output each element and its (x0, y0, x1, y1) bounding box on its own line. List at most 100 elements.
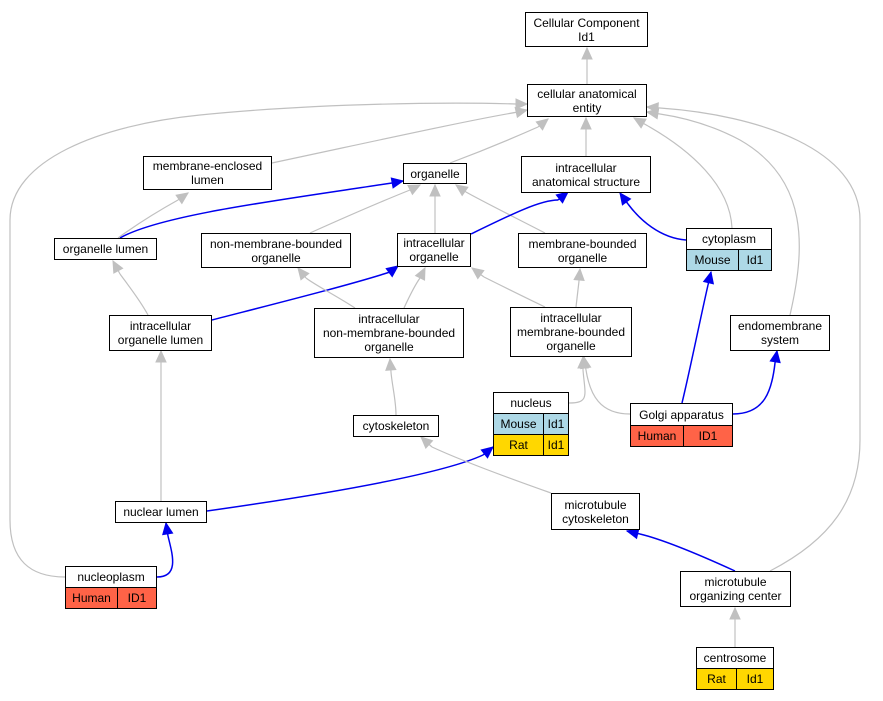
node-label-line: cytoskeleton (562, 511, 629, 526)
node-organelle-lumen[interactable]: organelle lumen (54, 238, 157, 260)
node-label-line: entity (572, 100, 602, 115)
arrowhead (632, 117, 647, 129)
node-golgi-apparatus[interactable]: Golgi apparatus (630, 403, 733, 426)
arrowhead (555, 191, 569, 204)
arrowhead (581, 46, 593, 60)
edge-intracellular-organelle-lumen-to-intracellular-organelle (211, 265, 399, 321)
node-label-line: organelle lumen (62, 242, 149, 256)
node-label-line: intracellular (358, 312, 420, 326)
edge-nucleoplasm-to-nuclear-lumen (156, 521, 174, 578)
edge-microtubule-cytoskeleton-to-cytoskeleton (420, 436, 552, 494)
node-label-line: organizing center (689, 589, 782, 603)
node-label-line: cytoskeleton (362, 419, 430, 433)
node-label-line: organelle (409, 250, 459, 264)
edge-organelle-lumen-to-organelle (119, 177, 405, 239)
edge-intracellular-membrane-bounded-organelle-to-membrane-bounded-organelle (573, 267, 585, 308)
arrowhead (420, 436, 434, 450)
node-nuclear-lumen[interactable]: nuclear lumen (115, 501, 207, 523)
node-nucleus[interactable]: nucleus (493, 392, 569, 414)
edge-membrane-enclosed-lumen-to-cellular-anatomical-entity (271, 106, 529, 164)
species-tag-mouse: Mouse Id1 (686, 249, 772, 271)
node-label-line: cellular anatomical (537, 86, 637, 101)
edge-cytoplasm-to-intracellular-anatomical-structure (619, 192, 687, 241)
species-id: ID1 (698, 429, 718, 443)
edge-intracellular-organelle-to-intracellular-anatomical-structure (470, 191, 569, 235)
node-label-line: system (760, 333, 799, 347)
arrowhead (429, 183, 441, 197)
arrowhead (580, 116, 592, 130)
node-label-line: organelle (546, 339, 596, 353)
arrowhead (112, 259, 124, 274)
node-label-line: nucleus (510, 396, 552, 410)
node-label-line: Golgi apparatus (639, 407, 724, 422)
arrowhead (414, 266, 426, 281)
arrowhead (535, 118, 549, 131)
arrowhead (175, 192, 189, 205)
edge-nuclear-lumen-to-nucleus (206, 446, 494, 512)
arrowhead (573, 267, 585, 281)
edge-cytoskeleton-to-intracellular-non-membrane-bounded-organelle (385, 357, 397, 416)
arrowhead (625, 527, 640, 540)
node-label-line: membrane-enclosed (152, 159, 263, 173)
node-label-line: membrane-bounded (528, 236, 637, 251)
edge-golgi-apparatus-to-endomembrane-system (732, 349, 781, 415)
arrowhead (390, 177, 405, 189)
node-label-line: nuclear lumen (123, 505, 199, 519)
node-label-line: microtubule (704, 575, 767, 589)
arrowhead (480, 446, 494, 459)
arrowhead (407, 184, 422, 196)
node-label-line: centrosome (703, 651, 767, 665)
edge-intracellular-anatomical-structure-to-cellular-anatomical-entity (580, 116, 592, 156)
edge-intracellular-membrane-bounded-organelle-to-intracellular-organelle (471, 267, 546, 308)
arrowhead (515, 98, 529, 110)
species-name: Mouse (687, 250, 739, 270)
arrowhead (514, 106, 529, 119)
arrowhead (385, 265, 399, 278)
node-cytoplasm[interactable]: cytoplasm (686, 228, 772, 250)
edge-microtubule-organizing-center-to-microtubule-cytoskeleton (625, 527, 736, 572)
node-label-line: organelle (557, 250, 608, 265)
node-centrosome[interactable]: centrosome (696, 647, 774, 669)
node-label-line: non-membrane-bounded (322, 326, 456, 340)
arrowhead (619, 192, 632, 206)
arrowhead (645, 102, 659, 114)
node-label-line: intracellular (540, 311, 602, 325)
node-label-line: Cellular Component (533, 15, 640, 30)
edge-intracellular-organelle-to-organelle (429, 183, 441, 233)
species-name: Rat (494, 435, 544, 455)
edge-organelle-to-cellular-anatomical-entity (449, 118, 549, 164)
node-nucleoplasm[interactable]: nucleoplasm (65, 566, 157, 588)
node-cytoskeleton[interactable]: cytoskeleton (353, 415, 439, 437)
node-label-line: non-membrane-bounded (209, 236, 343, 251)
species-name: Human (631, 426, 684, 446)
species-id: Id1 (746, 672, 764, 686)
arrowhead (385, 357, 397, 371)
node-label-line: intracellular (555, 160, 617, 175)
node-label-line: organelle lumen (117, 333, 204, 347)
arrowhead (155, 349, 167, 363)
arrowhead (702, 270, 715, 285)
node-label-line: anatomical structure (531, 174, 641, 189)
edge-cytoplasm-to-cellular-anatomical-entity (632, 117, 733, 229)
species-id: Id1 (746, 253, 764, 267)
edge-intracellular-non-membrane-bounded-organelle-to-non-membrane-bounded-organelle (297, 267, 356, 309)
node-label-line: intracellular (129, 319, 192, 333)
node-organelle[interactable]: organelle (403, 163, 467, 184)
edge-nuclear-lumen-to-intracellular-organelle-lumen (155, 349, 167, 501)
